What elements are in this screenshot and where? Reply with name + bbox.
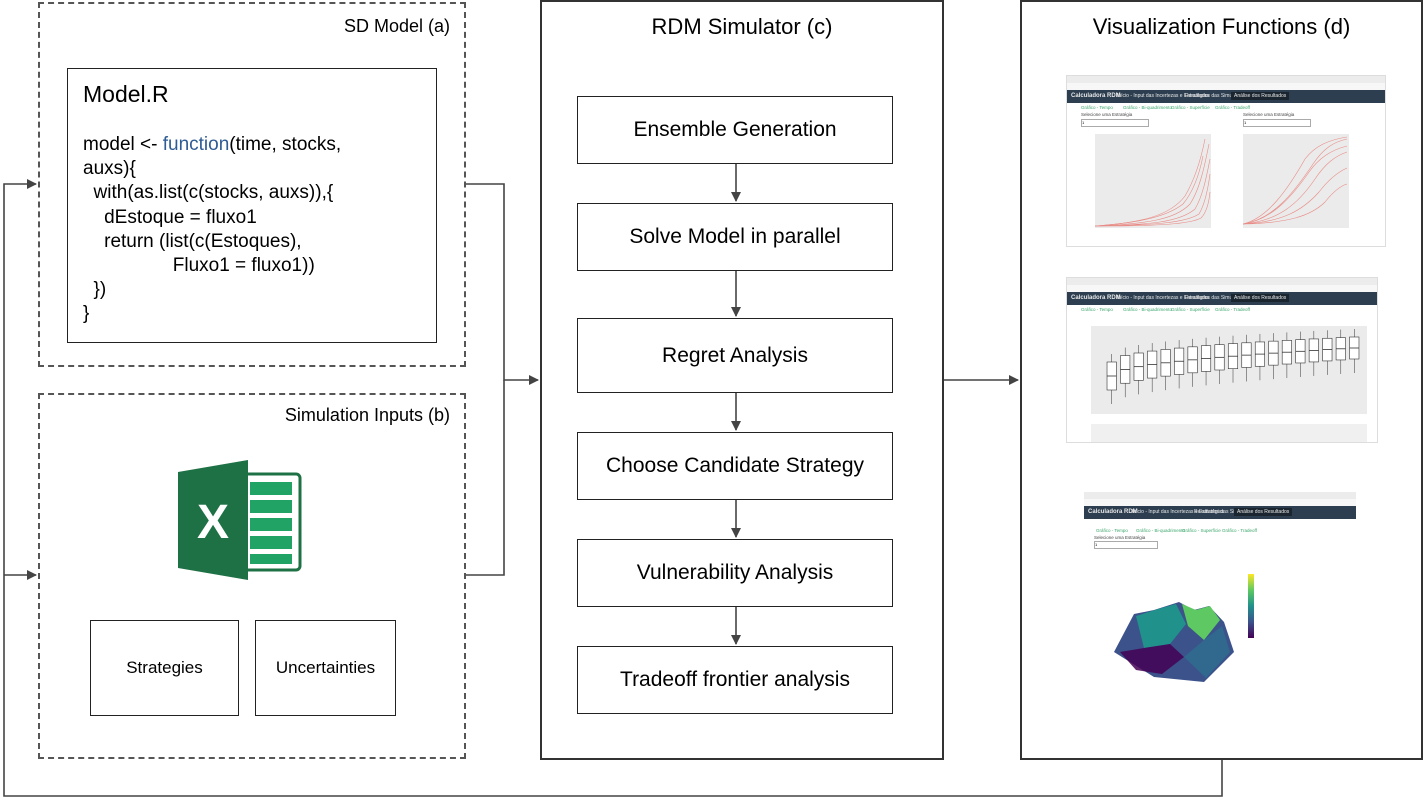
boxplot-mark (1349, 329, 1360, 373)
boxplot-mark (1174, 340, 1185, 389)
boxplot-mark (1241, 334, 1252, 382)
sd-model-title: SD Model (a) (343, 16, 450, 36)
app-navbar: Calculadora RDM Início - Input das Incer… (1067, 292, 1377, 305)
boxplot-mark (1308, 330, 1319, 376)
boxplot-mark (1106, 354, 1117, 404)
simulation-inputs-panel: Simulation Inputs (b) (38, 393, 466, 759)
boxplot-mark (1322, 330, 1333, 375)
step-choose-candidate-strategy: Choose Candidate Strategy (577, 432, 893, 500)
model-file-box: Model.R model <- function(time, stocks, a… (67, 68, 437, 343)
screenshot-boxplots: Calculadora RDM Início - Input das Incer… (1066, 277, 1378, 443)
boxplot-mark (1268, 333, 1279, 380)
step-ensemble-generation: Ensemble Generation (577, 96, 893, 164)
code-line: }) (83, 279, 107, 301)
app-navbar: Calculadora RDM Início - Input das Incer… (1067, 90, 1385, 103)
model-code: model <- function(time, stocks, auxs){ wi… (83, 133, 341, 327)
boxplot-mark (1281, 332, 1292, 379)
rdm-simulator-title: RDM Simulator (c) (651, 14, 833, 39)
step-solve-model: Solve Model in parallel (577, 203, 893, 271)
code-line: return (list(c(Estoques), (83, 230, 302, 252)
boxplot-mark (1335, 329, 1346, 374)
screenshot-time-series: Calculadora RDM Início - Input das Incer… (1066, 75, 1386, 247)
boxplot-mark (1227, 335, 1239, 383)
sd-model-panel: SD Model (a) (38, 2, 466, 367)
boxplot-mark (1120, 347, 1131, 398)
code-line: dEstoque = fluxo1 (83, 206, 257, 228)
rdm-simulator-panel: RDM Simulator (c) (540, 0, 944, 760)
model-file-name: Model.R (83, 81, 169, 107)
code-line: Fluxo1 = fluxo1)) (83, 255, 315, 277)
excel-icon: X (178, 460, 302, 580)
boxplot-mark (1160, 341, 1171, 391)
code-line: auxs){ (83, 158, 136, 180)
boxplot-mark (1187, 338, 1198, 387)
visualization-panel: Visualization Functions (d) (1020, 0, 1423, 760)
boxplot-mark (1254, 333, 1265, 381)
boxplot-mark (1147, 343, 1158, 393)
code-line: model <- function(time, stocks, (83, 134, 342, 155)
strategies-box: Strategies (90, 620, 239, 716)
boxplot-mark (1295, 331, 1306, 377)
code-line: with(as.list(c(stocks, auxs)),{ (83, 182, 334, 204)
boxplot-mark (1201, 337, 1212, 386)
screenshot-surface: Calculadora RDM Início - Input das Incer… (1084, 492, 1356, 706)
boxplot-mark (1214, 336, 1225, 384)
simulation-inputs-title: Simulation Inputs (b) (284, 405, 450, 425)
visualization-title: Visualization Functions (d) (1092, 14, 1351, 39)
svg-text:X: X (197, 496, 229, 549)
boxplot-mark (1133, 345, 1144, 395)
step-regret-analysis: Regret Analysis (577, 318, 893, 393)
step-tradeoff-frontier: Tradeoff frontier analysis (577, 646, 893, 714)
uncertainties-box: Uncertainties (255, 620, 396, 716)
app-navbar: Calculadora RDM Início - Input das Incer… (1084, 506, 1356, 519)
step-vulnerability-analysis: Vulnerability Analysis (577, 539, 893, 607)
code-line: } (83, 303, 90, 325)
